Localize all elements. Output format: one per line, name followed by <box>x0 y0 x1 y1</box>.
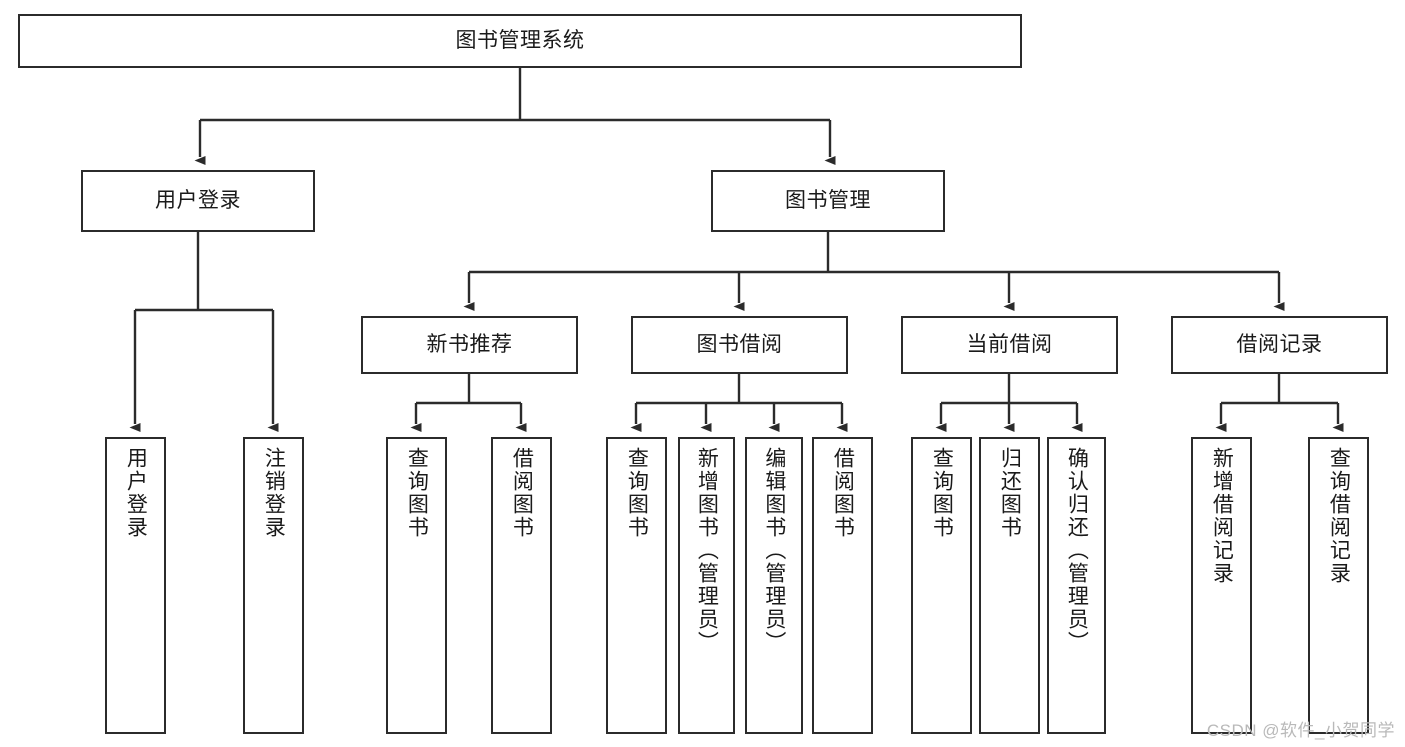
node-leaf-query-book-3[interactable]: 查询图书 <box>911 437 972 734</box>
node-leaf-logout-label: 注销登录 <box>262 447 286 539</box>
node-user-login[interactable]: 用户登录 <box>81 170 315 232</box>
node-leaf-edit-book[interactable]: 编辑图书（管理员） <box>745 437 803 734</box>
node-leaf-confirm-return[interactable]: 确认归还（管理员） <box>1047 437 1106 734</box>
node-leaf-borrow-book-1[interactable]: 借阅图书 <box>491 437 552 734</box>
node-leaf-add-book[interactable]: 新增图书（管理员） <box>678 437 735 734</box>
node-leaf-query-book-1[interactable]: 查询图书 <box>386 437 447 734</box>
node-leaf-add-book-label: 新增图书（管理员） <box>695 447 719 654</box>
node-leaf-query-record-label: 查询借阅记录 <box>1327 447 1351 585</box>
node-book-manage[interactable]: 图书管理 <box>711 170 945 232</box>
node-root-label: 图书管理系统 <box>455 29 585 53</box>
node-leaf-borrow-book-2-label: 借阅图书 <box>831 447 855 539</box>
node-leaf-add-record[interactable]: 新增借阅记录 <box>1191 437 1252 734</box>
node-current-borrow[interactable]: 当前借阅 <box>901 316 1118 374</box>
node-leaf-query-book-2-label: 查询图书 <box>625 447 649 539</box>
node-leaf-edit-book-label: 编辑图书（管理员） <box>762 447 786 654</box>
watermark-text: CSDN @软件_小贺同学 <box>1206 721 1395 740</box>
node-current-borrow-label: 当前借阅 <box>966 333 1053 357</box>
node-new-book-rec-label: 新书推荐 <box>426 333 513 357</box>
node-root[interactable]: 图书管理系统 <box>18 14 1022 68</box>
node-borrow-record-label: 借阅记录 <box>1236 333 1323 357</box>
node-leaf-query-record[interactable]: 查询借阅记录 <box>1308 437 1369 734</box>
node-leaf-return-book-label: 归还图书 <box>998 447 1022 539</box>
node-new-book-rec[interactable]: 新书推荐 <box>361 316 578 374</box>
node-leaf-logout[interactable]: 注销登录 <box>243 437 304 734</box>
node-book-manage-label: 图书管理 <box>785 189 871 213</box>
node-user-login-label: 用户登录 <box>155 189 241 213</box>
node-leaf-query-book-3-label: 查询图书 <box>930 447 954 539</box>
node-leaf-query-book-1-label: 查询图书 <box>405 447 429 539</box>
node-leaf-confirm-return-label: 确认归还（管理员） <box>1065 447 1089 654</box>
node-leaf-user-login-label: 用户登录 <box>124 447 148 539</box>
node-leaf-query-book-2[interactable]: 查询图书 <box>606 437 667 734</box>
node-leaf-user-login[interactable]: 用户登录 <box>105 437 166 734</box>
node-borrow-record[interactable]: 借阅记录 <box>1171 316 1388 374</box>
node-leaf-add-record-label: 新增借阅记录 <box>1210 447 1234 585</box>
node-leaf-return-book[interactable]: 归还图书 <box>979 437 1040 734</box>
node-leaf-borrow-book-2[interactable]: 借阅图书 <box>812 437 873 734</box>
node-leaf-borrow-book-1-label: 借阅图书 <box>510 447 534 539</box>
node-book-borrow[interactable]: 图书借阅 <box>631 316 848 374</box>
node-book-borrow-label: 图书借阅 <box>696 333 783 357</box>
